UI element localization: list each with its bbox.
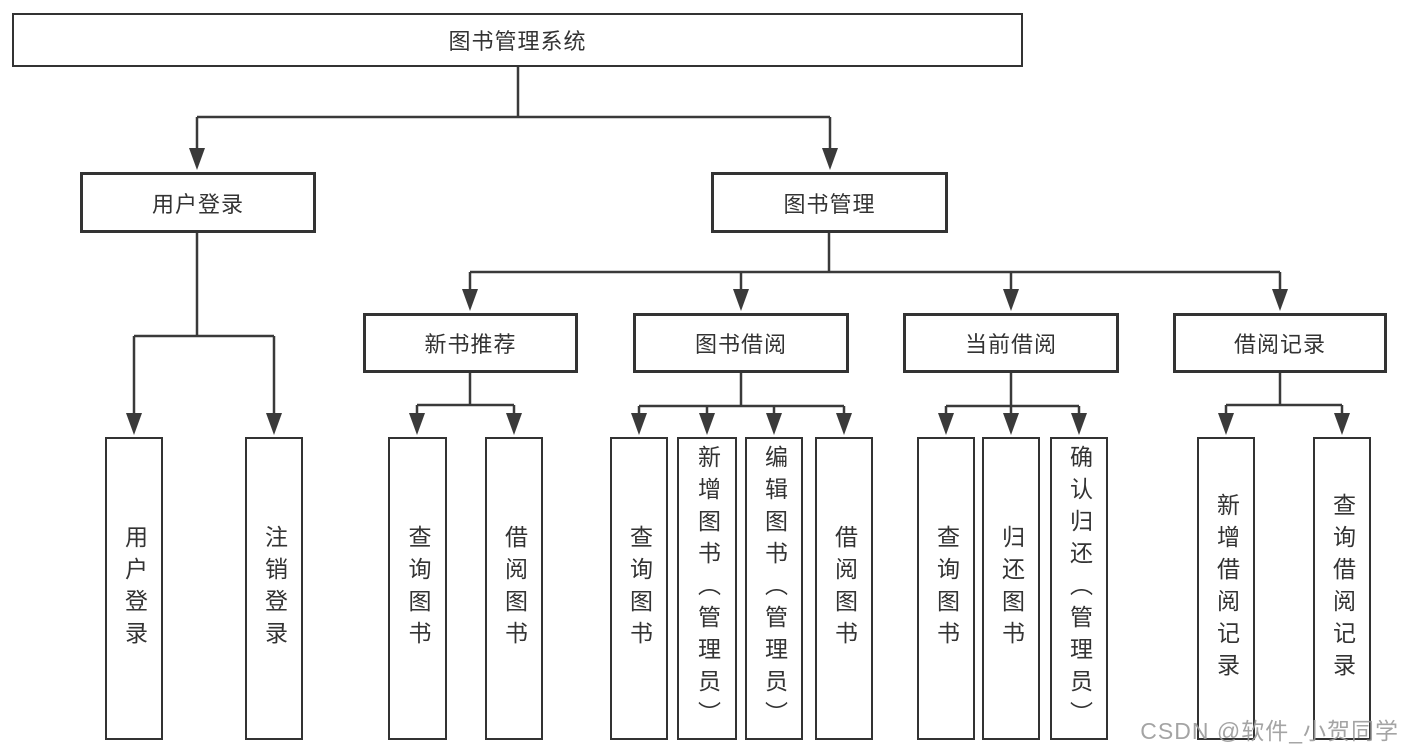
- connector-borrowrecords-to-leaves: [1218, 371, 1350, 435]
- connector-currentborrow-to-leaves: [938, 371, 1087, 435]
- leaf-label: 查询借阅记录: [1329, 492, 1356, 685]
- node-user-login: 用户登录: [80, 172, 316, 233]
- leaf-label: 确认归还（管理员）: [1066, 444, 1093, 733]
- leaf-add-borrow-record: 新增借阅记录: [1197, 437, 1255, 740]
- leaf-label: 编辑图书（管理员）: [761, 444, 788, 733]
- leaf-label: 归还图书: [998, 524, 1025, 653]
- leaf-label: 查询图书: [626, 524, 653, 653]
- leaf-query-books-recommend: 查询图书: [388, 437, 447, 740]
- leaf-label: 查询图书: [933, 524, 960, 653]
- leaf-query-books-borrow: 查询图书: [610, 437, 668, 740]
- connector-newbooks-to-leaves: [409, 371, 522, 435]
- connector-root-to-level2: [189, 66, 838, 170]
- node-borrow-records: 借阅记录: [1173, 313, 1387, 373]
- leaf-label: 查询图书: [405, 524, 431, 653]
- leaf-query-borrow-record: 查询借阅记录: [1313, 437, 1371, 740]
- leaf-edit-books-admin: 编辑图书（管理员）: [745, 437, 803, 740]
- connector-userlogin-to-leaves: [126, 231, 282, 435]
- leaf-borrow-books: 借阅图书: [815, 437, 873, 740]
- leaf-return-books: 归还图书: [982, 437, 1040, 740]
- leaf-query-books-current: 查询图书: [917, 437, 975, 740]
- leaf-label: 新增借阅记录: [1213, 492, 1240, 685]
- node-current-borrow: 当前借阅: [903, 313, 1119, 373]
- node-book-borrow: 图书借阅: [633, 313, 849, 373]
- leaf-borrow-books-recommend: 借阅图书: [485, 437, 543, 740]
- leaf-label: 借阅图书: [831, 524, 858, 653]
- node-root-library-system: 图书管理系统: [12, 13, 1023, 67]
- leaf-user-login: 用户登录: [105, 437, 163, 740]
- leaf-label: 新增图书（管理员）: [694, 444, 721, 733]
- connector-bookborrow-to-leaves: [631, 371, 852, 435]
- leaf-confirm-return-admin: 确认归还（管理员）: [1050, 437, 1108, 740]
- leaf-add-books-admin: 新增图书（管理员）: [677, 437, 737, 740]
- leaf-logout: 注销登录: [245, 437, 303, 740]
- node-new-book-recommend: 新书推荐: [363, 313, 578, 373]
- leaf-label: 借阅图书: [501, 524, 528, 653]
- leaf-label: 用户登录: [121, 524, 148, 653]
- leaf-label: 注销登录: [261, 524, 288, 653]
- connector-bookmgmt-to-level3: [462, 231, 1288, 311]
- node-book-management: 图书管理: [711, 172, 948, 233]
